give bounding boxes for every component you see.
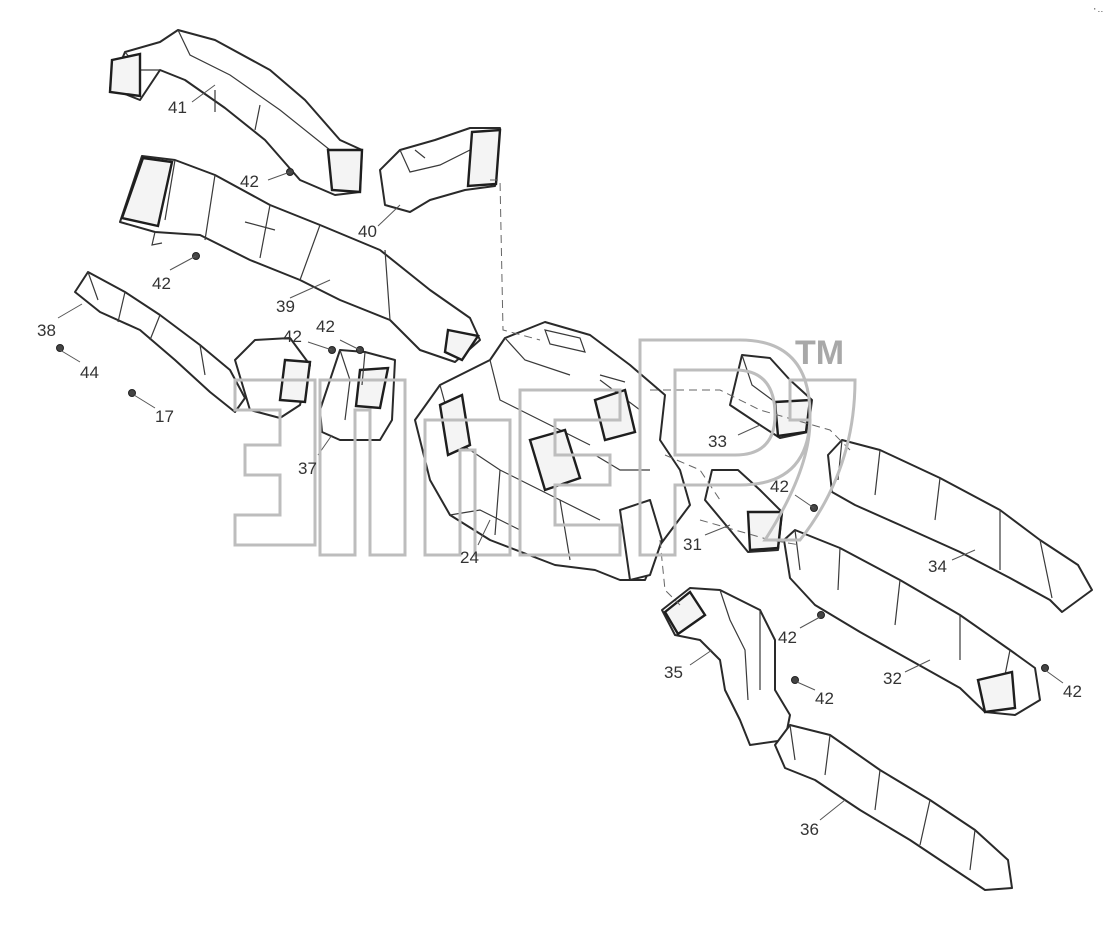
watermark-letters-outline — [233, 338, 857, 557]
part-40-duct — [379, 127, 502, 213]
corner-mark: ·‥ — [1092, 5, 1103, 15]
part-35-elbow — [661, 587, 791, 746]
part-34-duct — [827, 439, 1093, 613]
callout-42: 42 — [316, 317, 335, 336]
part-36-duct — [774, 724, 1013, 891]
callout-17: 17 — [155, 407, 174, 426]
part-37-elbow — [234, 337, 396, 441]
callout-42: 42 — [778, 628, 797, 647]
leader-lines — [57, 84, 1064, 821]
callout-31: 31 — [683, 535, 702, 554]
callout-42: 42 — [152, 274, 171, 293]
callout-42: 42 — [815, 689, 834, 708]
part-32-duct — [783, 529, 1041, 716]
part-41-duct — [108, 29, 364, 196]
part-38-duct — [74, 271, 246, 413]
callout-33: 33 — [708, 432, 727, 451]
callout-36: 36 — [800, 820, 819, 839]
part-39-duct — [119, 155, 481, 363]
callout-42: 42 — [770, 477, 789, 496]
callout-42: 42 — [240, 172, 259, 191]
callout-34: 34 — [928, 557, 947, 576]
callout-39: 39 — [276, 297, 295, 316]
callout-41: 41 — [168, 98, 187, 117]
callout-35: 35 — [664, 663, 683, 682]
callout-labels: 41 42 40 42 39 38 42 42 44 17 37 24 33 4… — [37, 98, 1082, 839]
callout-37: 37 — [298, 459, 317, 478]
callout-40: 40 — [358, 222, 377, 241]
callout-42: 42 — [1063, 682, 1082, 701]
callout-24: 24 — [460, 548, 479, 567]
watermark: TM — [233, 334, 857, 557]
part-24-housing — [414, 321, 691, 581]
callout-42: 42 — [283, 327, 302, 346]
callout-38: 38 — [37, 321, 56, 340]
callout-44: 44 — [80, 363, 99, 382]
callout-32: 32 — [883, 669, 902, 688]
watermark-trademark: TM — [795, 334, 844, 372]
